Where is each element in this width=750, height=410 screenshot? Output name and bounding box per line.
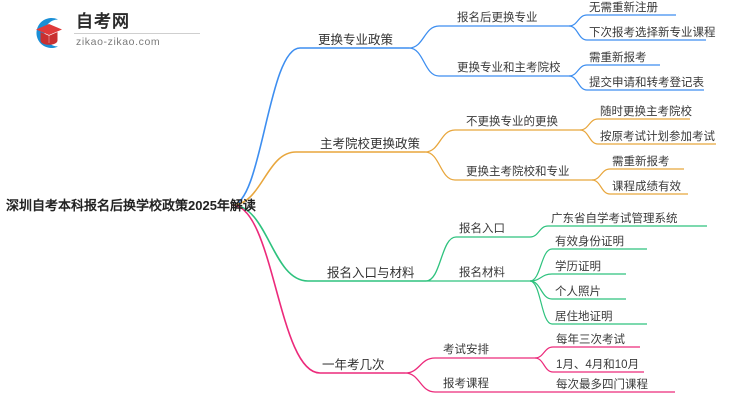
leaf-node-2-1-2[interactable]: 按原考试计划参加考试 — [600, 131, 715, 143]
graduation-cap-icon — [28, 12, 70, 54]
leaf-node-4-2-1[interactable]: 每次最多四门课程 — [556, 379, 648, 391]
subbranch-node-2-2[interactable]: 更换主考院校和专业 — [466, 166, 570, 178]
branch-4-edges — [231, 204, 675, 393]
subbranch-node-4-1[interactable]: 考试安排 — [443, 344, 489, 356]
logo-divider — [74, 33, 200, 34]
subbranch-node-1-2[interactable]: 更换专业和主考院校 — [457, 62, 561, 74]
leaf-node-4-1-1[interactable]: 每年三次考试 — [556, 334, 625, 346]
leaf-node-1-2-1[interactable]: 需重新报考 — [589, 52, 647, 64]
branch-2-edges — [231, 118, 716, 206]
branch-node-1[interactable]: 更换专业政策 — [318, 33, 394, 47]
leaf-node-2-2-2[interactable]: 课程成绩有效 — [612, 181, 681, 193]
branch-3-edges — [231, 204, 707, 325]
branch-node-4[interactable]: 一年考几次 — [322, 358, 385, 372]
leaf-node-3-2-1[interactable]: 有效身份证明 — [555, 236, 624, 248]
site-logo: 自考网 zikao-zikao.com — [28, 10, 203, 56]
leaf-node-3-2-3[interactable]: 个人照片 — [555, 286, 601, 298]
leaf-node-2-2-1[interactable]: 需重新报考 — [612, 156, 670, 168]
leaf-node-1-2-2[interactable]: 提交申请和转考登记表 — [589, 77, 704, 89]
subbranch-node-1-1[interactable]: 报名后更换专业 — [457, 12, 538, 24]
logo-title: 自考网 — [76, 12, 130, 31]
subbranch-node-4-2[interactable]: 报考课程 — [443, 378, 489, 390]
leaf-node-4-1-2[interactable]: 1月、4月和10月 — [556, 359, 640, 371]
leaf-node-1-1-1[interactable]: 无需重新注册 — [589, 2, 658, 14]
branch-node-2[interactable]: 主考院校更换政策 — [320, 137, 421, 151]
leaf-node-3-2-2[interactable]: 学历证明 — [555, 261, 601, 273]
leaf-node-1-1-2[interactable]: 下次报考选择新专业课程 — [589, 27, 716, 39]
subbranch-node-2-1[interactable]: 不更换专业的更换 — [466, 116, 558, 128]
leaf-node-3-1-1[interactable]: 广东省自学考试管理系统 — [551, 213, 678, 225]
subbranch-node-3-1[interactable]: 报名入口 — [459, 223, 505, 235]
root-node[interactable]: 深圳自考本科报名后换学校政策2025年解读 — [6, 198, 256, 213]
leaf-node-3-2-4[interactable]: 居住地证明 — [555, 311, 613, 323]
subbranch-node-3-2[interactable]: 报名材料 — [459, 267, 505, 279]
branch-1-edges — [231, 14, 706, 206]
logo-domain: zikao-zikao.com — [76, 36, 161, 48]
branch-node-3[interactable]: 报名入口与材料 — [327, 266, 415, 280]
leaf-node-2-1-1[interactable]: 随时更换主考院校 — [600, 106, 692, 118]
